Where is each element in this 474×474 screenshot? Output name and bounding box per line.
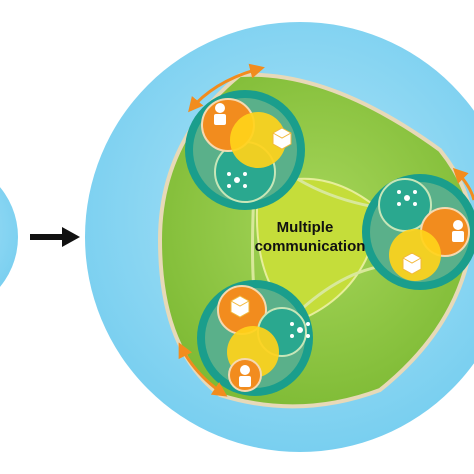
orange-arrow-icon [452,167,474,201]
node-cluster-bottom [197,280,313,396]
orange-arrow-icon [178,342,228,397]
cube-icon [230,295,250,318]
center-label-line2: communication [255,238,366,255]
petal-yellow [230,112,286,168]
center-label-line1: Multiple [277,219,334,236]
left-partial-disc [0,187,18,287]
network-icon [397,190,417,206]
person-icon [239,365,251,387]
network-icon [290,322,310,338]
person-icon [452,220,464,242]
outer-rim [157,72,474,409]
node-cluster-top [185,90,305,210]
orange-arrow-icon [188,63,265,113]
network-icon [227,172,247,188]
center-triangle [255,177,382,322]
flow-arrow-icon [30,227,80,247]
node-cluster-right [362,174,474,290]
cube-icon [272,127,292,150]
cube-icon [402,252,422,275]
